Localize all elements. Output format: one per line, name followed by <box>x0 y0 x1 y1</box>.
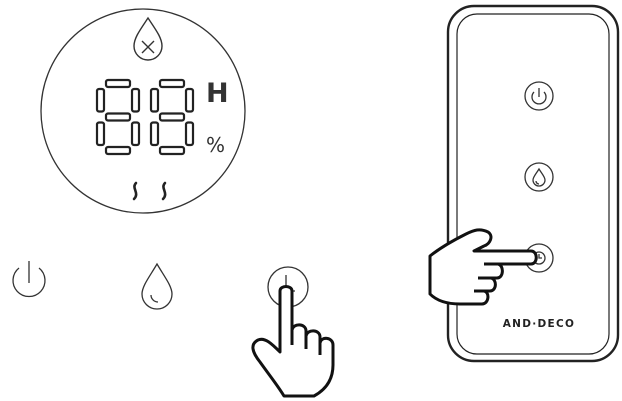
digit-segment <box>186 123 193 146</box>
remote-control <box>448 6 618 361</box>
unit-hours-label: H <box>206 80 229 107</box>
digit-segment <box>151 123 158 146</box>
panel-power-button[interactable] <box>13 261 45 296</box>
digit-segment <box>151 89 158 112</box>
panel-water-drop-button[interactable] <box>142 264 172 309</box>
digit-segment <box>106 147 130 154</box>
digit-segment <box>106 80 130 87</box>
power-icon <box>13 261 45 296</box>
hand-pointer-icon <box>253 287 333 397</box>
digit-segment <box>97 123 104 146</box>
display-panel <box>41 9 245 213</box>
digit-segment <box>186 89 193 112</box>
remote-outer <box>448 6 618 361</box>
digit-segment <box>160 80 184 87</box>
display-ring <box>41 9 245 213</box>
digit-segment <box>160 114 184 121</box>
digit-segment <box>97 89 104 112</box>
digit-segment <box>106 114 130 121</box>
remote-brand-label: AND·DECO <box>460 318 618 330</box>
unit-percent-label: % <box>206 135 225 155</box>
digit-segment <box>160 147 184 154</box>
digit-segment <box>132 89 139 112</box>
digit-segment <box>132 123 139 146</box>
water-drop-icon <box>142 264 172 309</box>
